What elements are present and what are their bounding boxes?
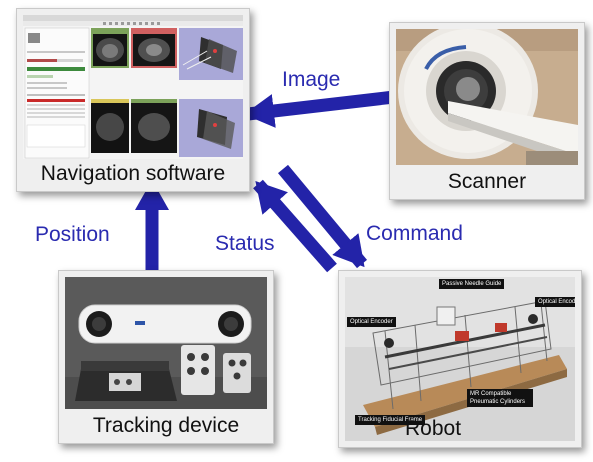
robot-label: Robot bbox=[405, 417, 462, 440]
fiducial-frame-annotation: Tracking Fiducial Frame bbox=[355, 415, 426, 425]
needle-guide-annotation: Passive Needle Guide bbox=[439, 279, 505, 289]
tracking-device-photo bbox=[65, 277, 267, 409]
optical-encoder-right-annotation: Optical Encoder bbox=[535, 297, 575, 307]
tracking-device-node: Tracking device bbox=[58, 270, 274, 444]
robot-node: Passive Needle Guide Optical Encoder Opt… bbox=[338, 270, 582, 448]
robot-photo: Passive Needle Guide Optical Encoder Opt… bbox=[345, 277, 575, 441]
navigation-software-label: Navigation software bbox=[40, 162, 226, 185]
command-arrow bbox=[278, 164, 367, 269]
scanner-photo bbox=[396, 29, 578, 165]
command-edge-label: Command bbox=[366, 222, 463, 245]
status-edge-label: Status bbox=[215, 232, 275, 255]
navigation-software-screenshot bbox=[23, 15, 243, 159]
scanner-node: Scanner bbox=[389, 22, 585, 200]
image-arrow bbox=[244, 90, 395, 128]
optical-encoder-left-annotation: Optical Encoder bbox=[347, 317, 396, 327]
navigation-software-node: Navigation software bbox=[16, 8, 250, 192]
scanner-label: Scanner bbox=[447, 170, 527, 193]
tracking-device-label: Tracking device bbox=[92, 414, 240, 437]
position-edge-label: Position bbox=[35, 223, 110, 246]
pneumatic-cylinders-annotation: MR Compatible Pneumatic Cylinders bbox=[467, 389, 533, 407]
image-edge-label: Image bbox=[282, 68, 341, 91]
